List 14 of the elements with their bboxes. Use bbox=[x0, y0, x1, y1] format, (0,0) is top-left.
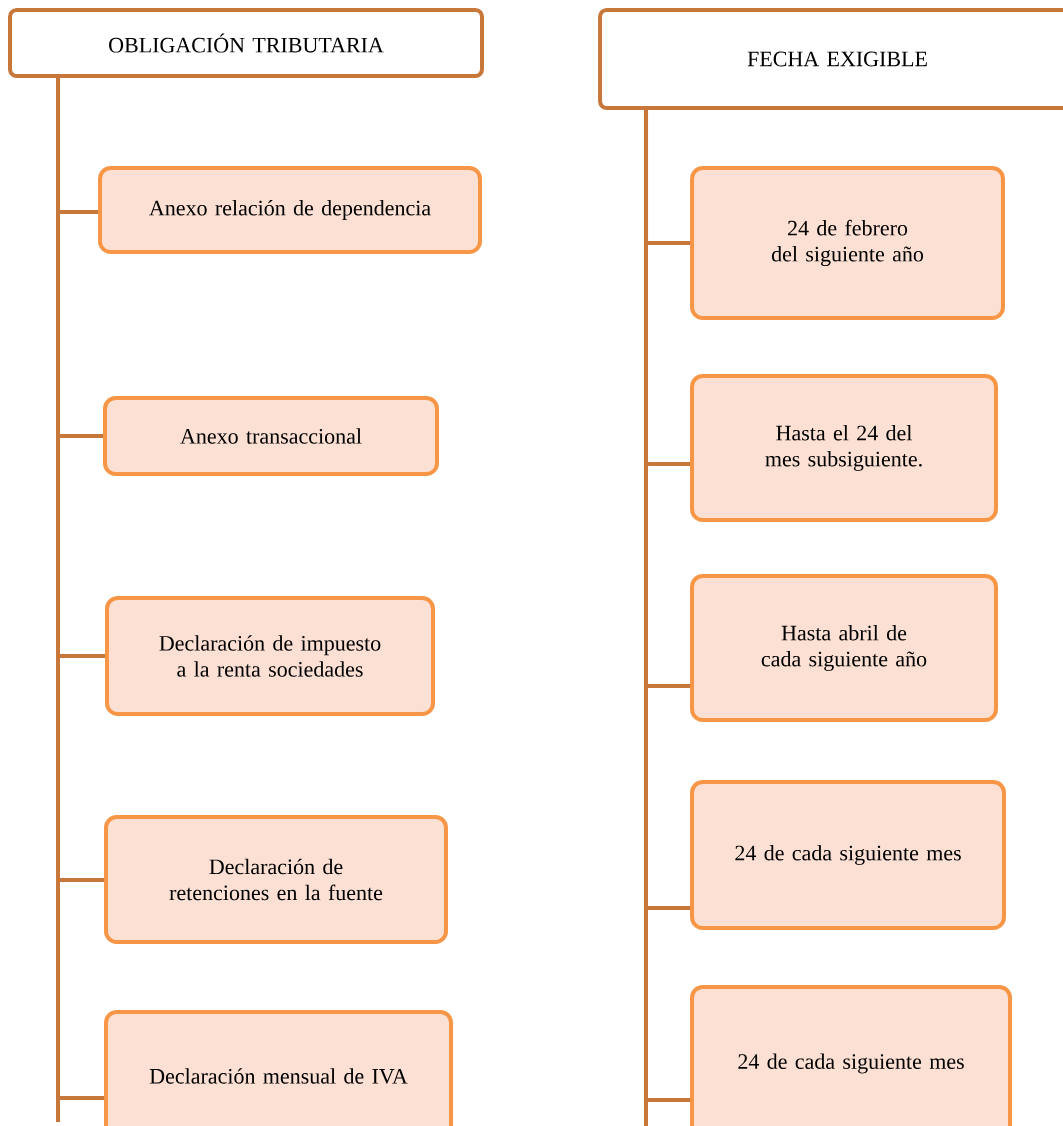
item-box: Declaración de impuesto a la renta sociedades bbox=[105, 596, 435, 716]
connector-line bbox=[644, 110, 690, 1102]
item-box: Hasta el 24 del mes subsiguiente. bbox=[690, 374, 998, 522]
header-box: FECHA EXIGIBLE bbox=[598, 8, 1063, 110]
item-box: Declaración de retenciones en la fuente bbox=[104, 814, 448, 945]
header-box: OBLIGACIÓN TRIBUTARIA bbox=[8, 8, 484, 78]
item-box: Anexo transaccional bbox=[103, 396, 439, 476]
connector-line bbox=[56, 78, 104, 1100]
item-box: 24 de cada siguiente mes bbox=[690, 780, 1006, 930]
item-box: 24 de cada siguiente mes bbox=[690, 985, 1012, 1126]
item-box: Anexo relación de dependencia bbox=[98, 166, 482, 254]
item-box: 24 de febrero del siguiente año bbox=[690, 166, 1005, 320]
item-box: Declaración mensual de IVA bbox=[103, 1010, 454, 1126]
item-box: Hasta abril de cada siguiente año bbox=[690, 574, 998, 722]
